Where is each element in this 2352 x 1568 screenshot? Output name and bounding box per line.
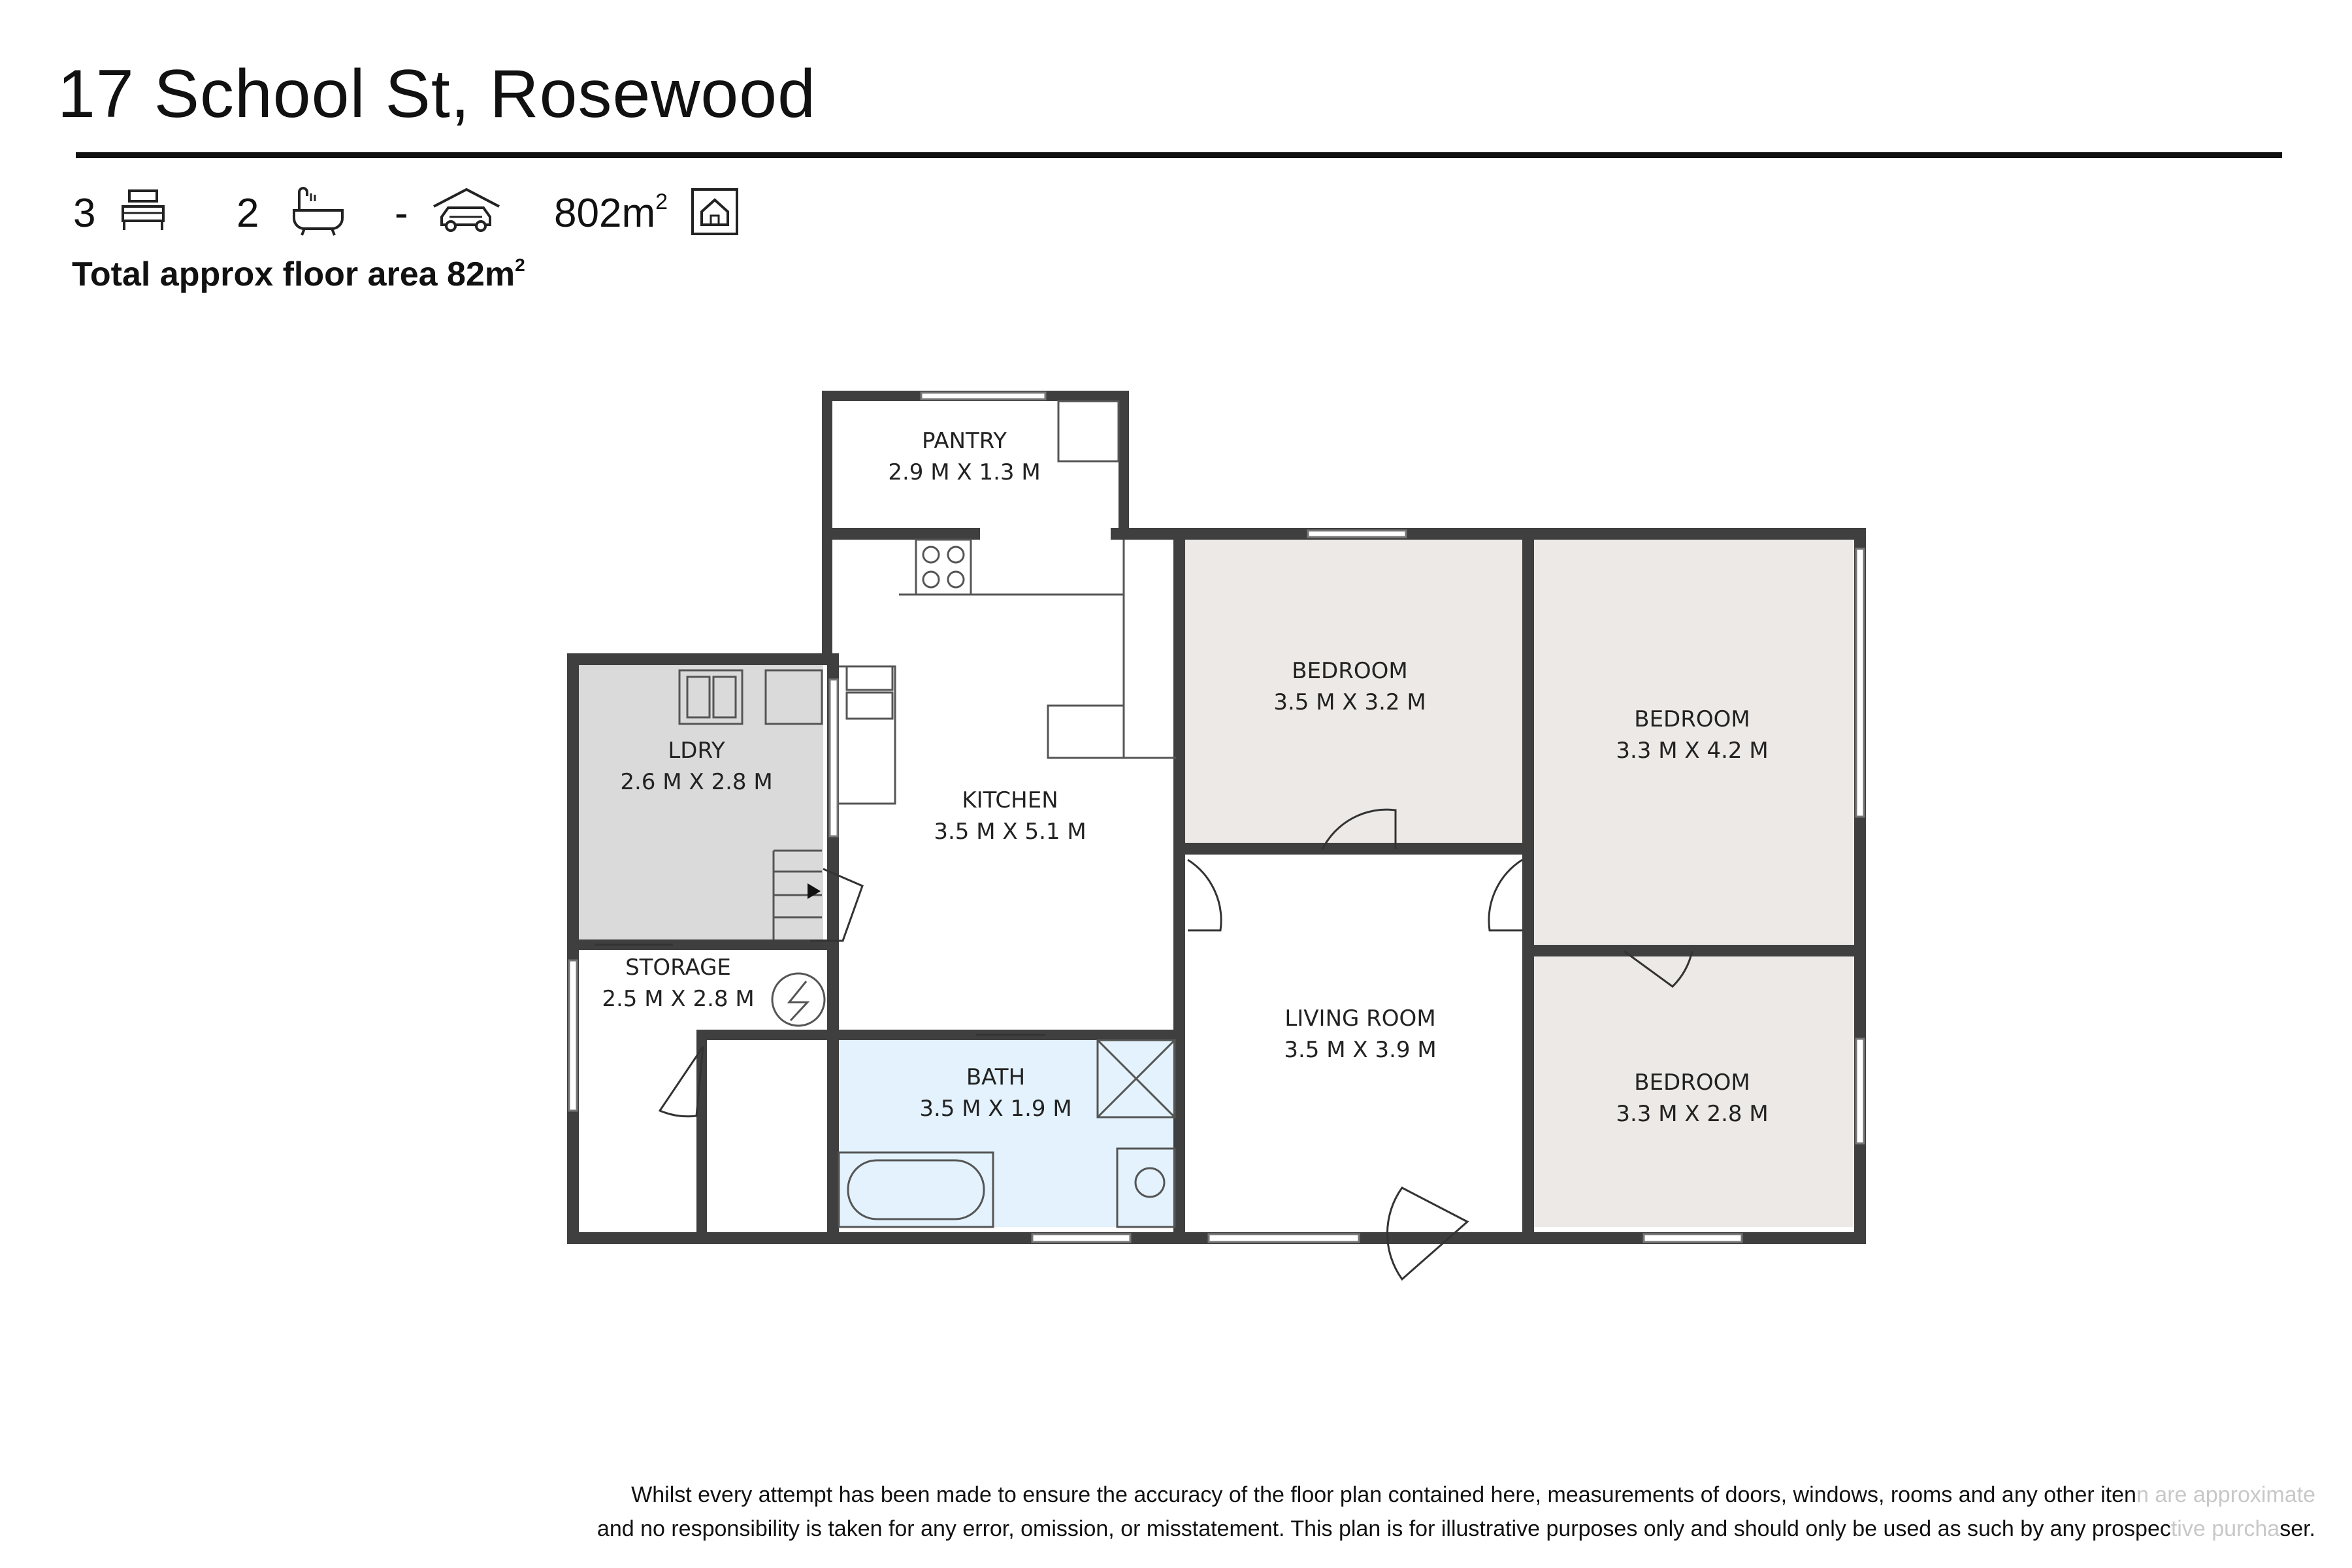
land-size: 802m2 <box>554 191 668 236</box>
windows <box>568 391 1865 1243</box>
bath-name: BATH <box>966 1064 1025 1090</box>
bedroom1-name: BEDROOM <box>1292 658 1407 684</box>
bath-floor <box>838 1040 1177 1227</box>
bath-dims: 3.5 M X 1.9 M <box>919 1096 1071 1122</box>
living-room-dims: 3.5 M X 3.9 M <box>1284 1037 1436 1063</box>
bedroom3-dims: 3.3 M X 2.8 M <box>1616 1101 1768 1127</box>
disclaimer: Whilst every attempt has been made to en… <box>290 1478 2315 1546</box>
ldry-dims: 2.6 M X 2.8 M <box>620 769 772 795</box>
storage-dims: 2.5 M X 2.8 M <box>602 986 754 1012</box>
bedroom1-dims: 3.5 M X 3.2 M <box>1273 689 1426 715</box>
bed-icon <box>122 189 165 230</box>
house-land-icon <box>691 188 738 235</box>
pantry-dims: 2.9 M X 1.3 M <box>888 459 1040 485</box>
ldry-name: LDRY <box>668 738 725 764</box>
land-size-unit: 2 <box>655 189 668 214</box>
disclaimer-line-1-main: Whilst every attempt has been made to en… <box>631 1482 2136 1507</box>
bedroom2-floor <box>1532 534 1854 944</box>
bedroom2-name: BEDROOM <box>1634 706 1750 732</box>
bedroom3-floor <box>1532 953 1854 1227</box>
total-floor-area-unit: 2 <box>515 255 525 275</box>
total-floor-area-label: Total approx floor area 82m <box>72 255 515 293</box>
total-floor-area: Total approx floor area 82m2 <box>72 255 525 294</box>
living-room-name: LIVING ROOM <box>1284 1005 1435 1032</box>
land-size-value: 802m <box>554 191 656 236</box>
storage-name: STORAGE <box>625 955 731 981</box>
bathroom-count: 2 <box>237 191 259 236</box>
disclaimer-line-2-end: ser. <box>2279 1516 2315 1541</box>
bathtub-icon <box>293 187 344 236</box>
fixtures <box>678 400 1176 1228</box>
property-address-title: 17 School St, Rosewood <box>57 56 816 132</box>
disclaimer-line-2-main: and no responsibility is taken for any e… <box>596 1516 2171 1541</box>
bedroom2-dims: 3.3 M X 4.2 M <box>1616 738 1768 764</box>
disclaimer-line-2-fade: tive purcha <box>2170 1516 2280 1541</box>
direction-arrow <box>808 883 821 899</box>
property-stats: 3 2 - 802m2 <box>0 183 2352 248</box>
header-divider <box>76 152 2282 158</box>
bedroom3-name: BEDROOM <box>1634 1070 1750 1096</box>
disclaimer-line-1-fade: n are approximate <box>2136 1482 2315 1507</box>
bedroom-count: 3 <box>73 191 96 236</box>
pantry-name: PANTRY <box>922 428 1007 454</box>
kitchen-dims: 3.5 M X 5.1 M <box>934 819 1086 845</box>
car-space-count: - <box>395 191 408 236</box>
kitchen-name: KITCHEN <box>962 787 1058 813</box>
bedroom1-floor <box>1183 534 1524 849</box>
car-garage-icon <box>433 188 500 232</box>
doors <box>595 808 1693 1281</box>
disclaimer-line-2: and no responsibility is taken for any e… <box>290 1512 2315 1546</box>
disclaimer-line-1: Whilst every attempt has been made to en… <box>290 1478 2315 1512</box>
ldry-floor <box>568 653 823 941</box>
